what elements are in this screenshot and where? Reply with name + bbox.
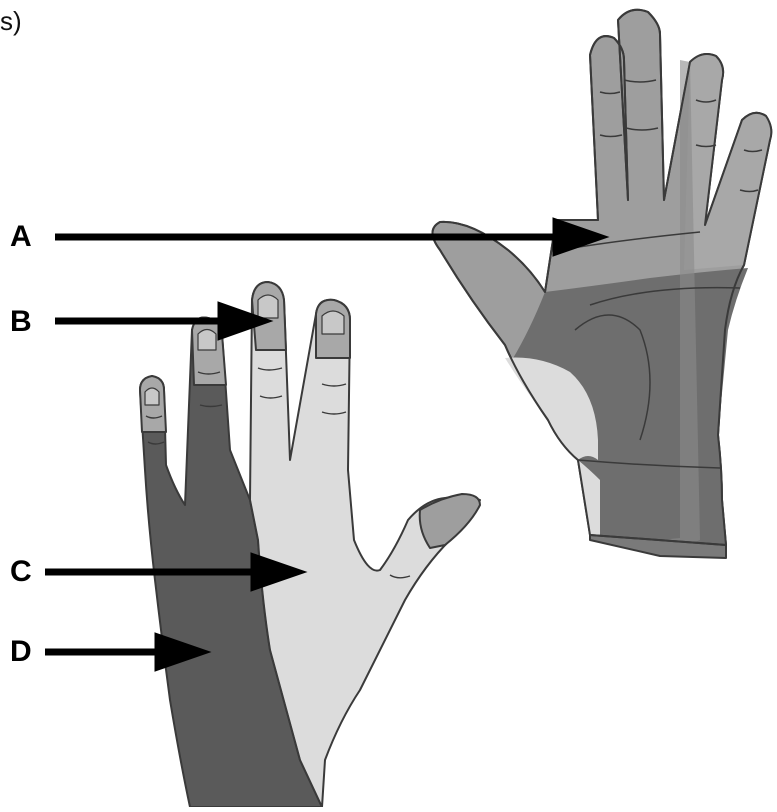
label-b: B	[10, 305, 32, 339]
dorsal-hand	[140, 282, 480, 807]
corner-caption: s)	[0, 6, 22, 37]
label-c: C	[10, 555, 32, 589]
arrow-a	[55, 218, 608, 256]
dorsal-nail-middle	[322, 311, 344, 334]
dorsal-nail-ring	[198, 330, 216, 351]
dorsal-nail-little	[145, 388, 159, 405]
label-d: D	[10, 635, 32, 669]
arrow-b	[55, 302, 272, 340]
palmar-hand	[433, 10, 772, 558]
dorsal-nail-index	[258, 295, 278, 318]
label-a: A	[10, 220, 32, 254]
